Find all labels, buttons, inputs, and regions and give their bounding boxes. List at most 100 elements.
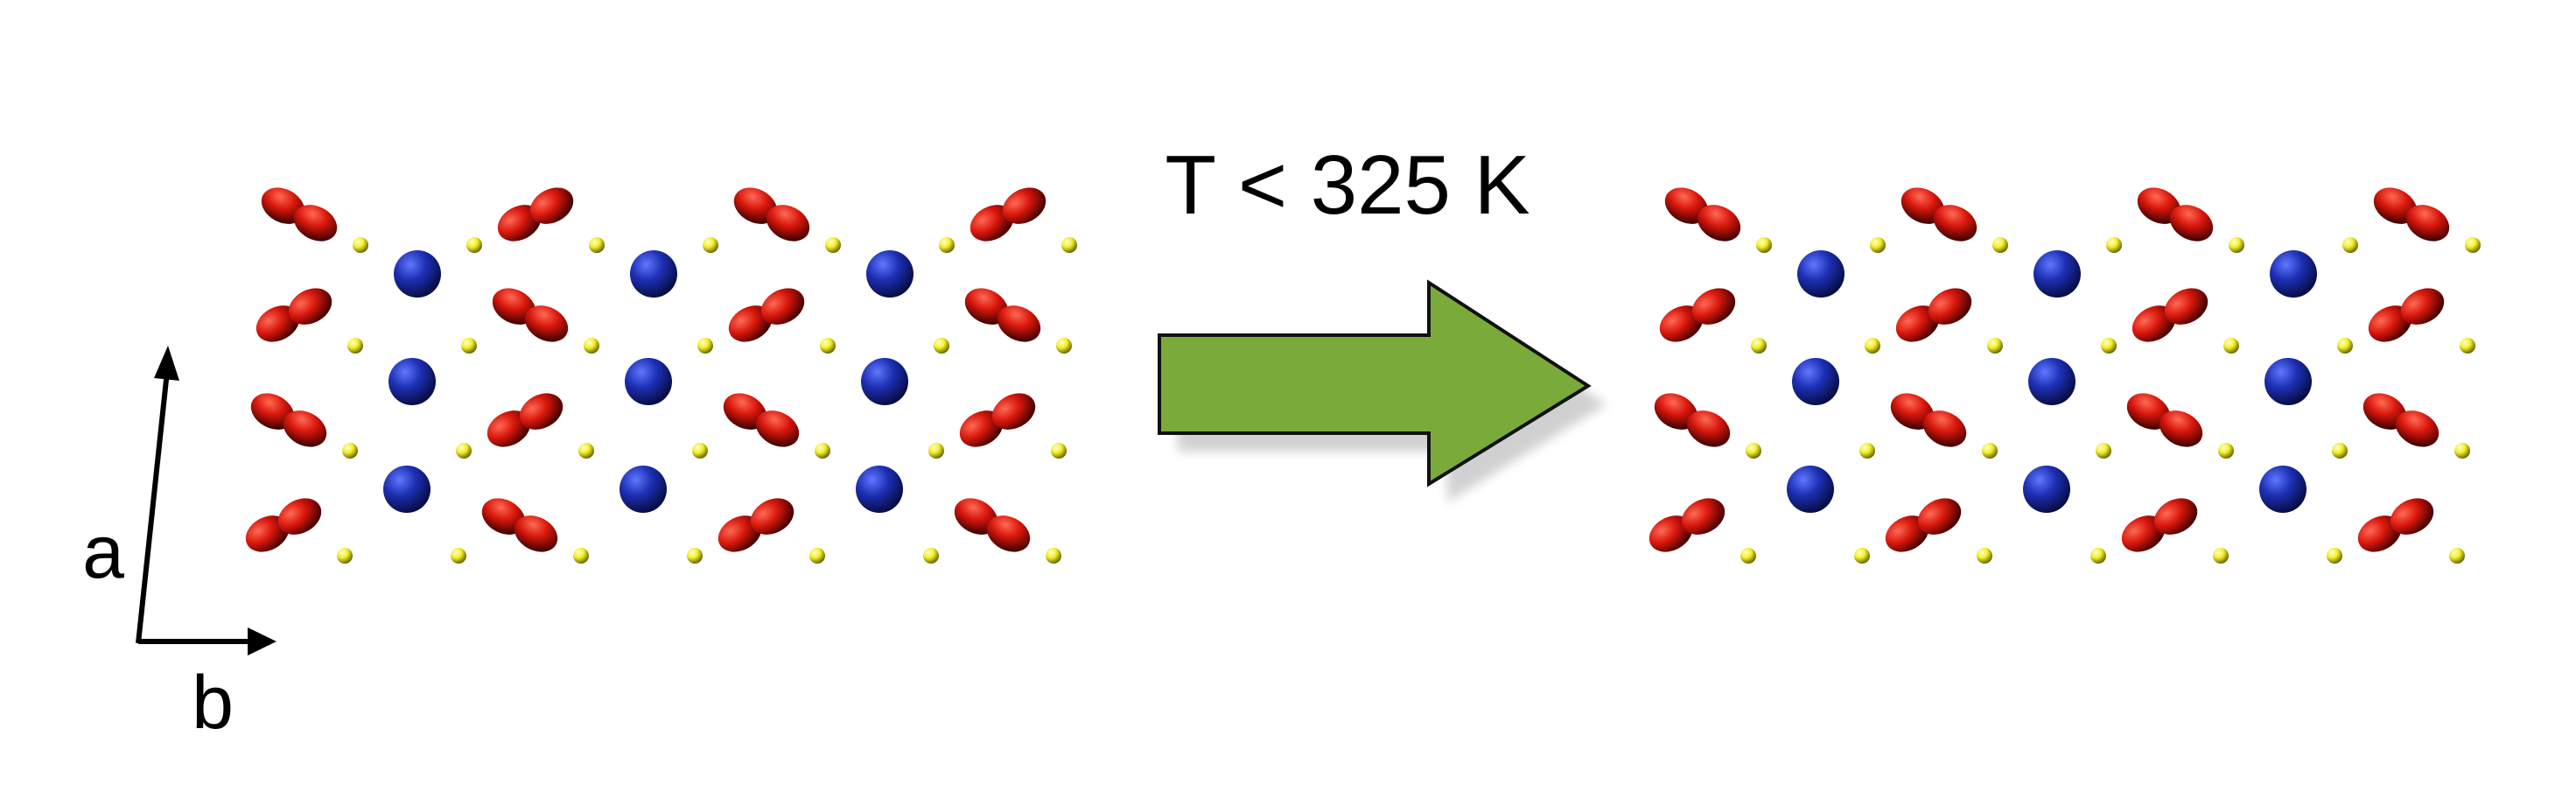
orbital-lobe bbox=[529, 187, 574, 224]
blue-atom bbox=[620, 466, 667, 513]
orbital-lobe bbox=[2137, 187, 2181, 224]
yellow-atom bbox=[461, 338, 477, 354]
yellow-atom bbox=[2449, 548, 2465, 564]
yellow-atom bbox=[1746, 443, 1761, 459]
yellow-atom bbox=[342, 443, 358, 459]
orbital-lobe bbox=[288, 288, 332, 325]
orbital-lobe bbox=[954, 498, 998, 535]
orbital-lobe bbox=[1697, 205, 1741, 242]
yellow-atom bbox=[578, 443, 594, 459]
yellow-atom bbox=[1992, 237, 2008, 253]
orbital-lobe bbox=[2373, 187, 2418, 224]
orbital-lobe bbox=[755, 410, 800, 447]
orbital-lobe-pair bbox=[486, 393, 564, 447]
yellow-atom bbox=[815, 443, 830, 459]
orbital-lobe bbox=[2395, 410, 2440, 447]
blue-atom bbox=[2028, 358, 2076, 405]
blue-atom bbox=[394, 250, 441, 298]
orbital-lobe-pair bbox=[2362, 393, 2440, 447]
orbital-lobe bbox=[519, 393, 564, 430]
orbital-lobe bbox=[492, 288, 536, 325]
yellow-atom bbox=[692, 443, 708, 459]
orbital-lobe bbox=[718, 515, 762, 552]
yellow-atom bbox=[1982, 443, 1998, 459]
orbital-lobe bbox=[2159, 410, 2203, 447]
orbital-lobe bbox=[2153, 498, 2198, 535]
yellow-atom bbox=[703, 237, 718, 253]
orbital-lobe bbox=[1691, 288, 1736, 325]
transition-label: T < 325 K bbox=[1165, 138, 1530, 232]
orbital-lobe bbox=[2400, 288, 2445, 325]
orbital-lobe bbox=[245, 515, 290, 552]
orbital-lobe-pair bbox=[261, 187, 338, 242]
orbital-lobe bbox=[1002, 187, 1046, 224]
orbital-lobe bbox=[1681, 498, 1726, 535]
orbital-lobe bbox=[2390, 498, 2434, 535]
orbital-lobe-pair bbox=[954, 498, 1031, 552]
orbital-lobe bbox=[723, 393, 767, 430]
orbital-lobe bbox=[1686, 410, 1731, 447]
yellow-atom bbox=[353, 237, 368, 253]
orbital-lobe-pair bbox=[250, 393, 327, 447]
orbital-lobe bbox=[256, 305, 300, 342]
yellow-atom bbox=[1977, 548, 1992, 564]
yellow-atom bbox=[2454, 443, 2470, 459]
orbital-lobe-pair bbox=[718, 498, 794, 552]
yellow-atom bbox=[809, 548, 825, 564]
yellow-atom bbox=[2229, 237, 2244, 253]
orbital-lobe bbox=[524, 305, 569, 342]
blue-atom bbox=[866, 250, 914, 298]
orbital-lobe bbox=[1664, 187, 1709, 224]
orbital-lobe-pair bbox=[492, 288, 569, 342]
blue-atom bbox=[2034, 250, 2081, 298]
orbital-lobe bbox=[991, 393, 1036, 430]
orbital-lobe-pair bbox=[1648, 498, 1726, 552]
yellow-atom bbox=[939, 237, 955, 253]
orbital-lobe-pair bbox=[970, 187, 1046, 242]
orbital-lobe bbox=[486, 410, 531, 447]
orbital-lobe-pair bbox=[1900, 187, 1978, 242]
orbital-lobe bbox=[261, 187, 305, 224]
orbital-lobe bbox=[2362, 393, 2407, 430]
orbital-lobe bbox=[1648, 515, 1693, 552]
orbital-lobe bbox=[1654, 393, 1698, 430]
orbital-lobe bbox=[1917, 498, 1962, 535]
yellow-atom bbox=[2213, 548, 2229, 564]
yellow-atom bbox=[451, 548, 466, 564]
yellow-atom bbox=[1740, 548, 1756, 564]
arrow-shape bbox=[1158, 279, 1592, 487]
orbital-lobe-pair bbox=[2368, 288, 2445, 342]
orbital-lobe bbox=[750, 498, 794, 535]
orbital-lobe bbox=[2121, 515, 2166, 552]
yellow-atom bbox=[697, 338, 713, 354]
orbital-lobe bbox=[497, 205, 542, 242]
orbital-lobe-pair bbox=[728, 288, 805, 342]
yellow-atom bbox=[2096, 443, 2111, 459]
yellow-atom bbox=[2218, 443, 2234, 459]
yellow-atom bbox=[2337, 338, 2353, 354]
orbital-lobe bbox=[2405, 205, 2450, 242]
yellow-atom bbox=[928, 443, 944, 459]
orbital-lobe bbox=[760, 288, 805, 325]
orbital-lobe bbox=[1922, 410, 1967, 447]
orbital-lobe bbox=[766, 205, 810, 242]
yellow-atom bbox=[347, 338, 363, 354]
yellow-atom bbox=[1056, 338, 1072, 354]
yellow-atom bbox=[1854, 548, 1870, 564]
axis-a-arrowhead bbox=[154, 346, 179, 381]
yellow-atom bbox=[1046, 548, 1061, 564]
orbital-lobe bbox=[1885, 515, 1929, 552]
orbital-lobe bbox=[514, 515, 558, 552]
yellow-atom bbox=[2223, 338, 2239, 354]
blue-atom bbox=[625, 358, 672, 405]
blue-atom bbox=[388, 358, 436, 405]
orbital-lobe bbox=[1890, 393, 1935, 430]
blue-atom bbox=[2270, 250, 2317, 298]
blue-atom bbox=[630, 250, 677, 298]
orbital-lobe-pair bbox=[256, 288, 332, 342]
orbital-lobe-pair bbox=[2137, 187, 2214, 242]
orbital-lobe-pair bbox=[481, 498, 558, 552]
orbital-lobe bbox=[959, 410, 1004, 447]
orbital-lobe bbox=[2126, 393, 2171, 430]
